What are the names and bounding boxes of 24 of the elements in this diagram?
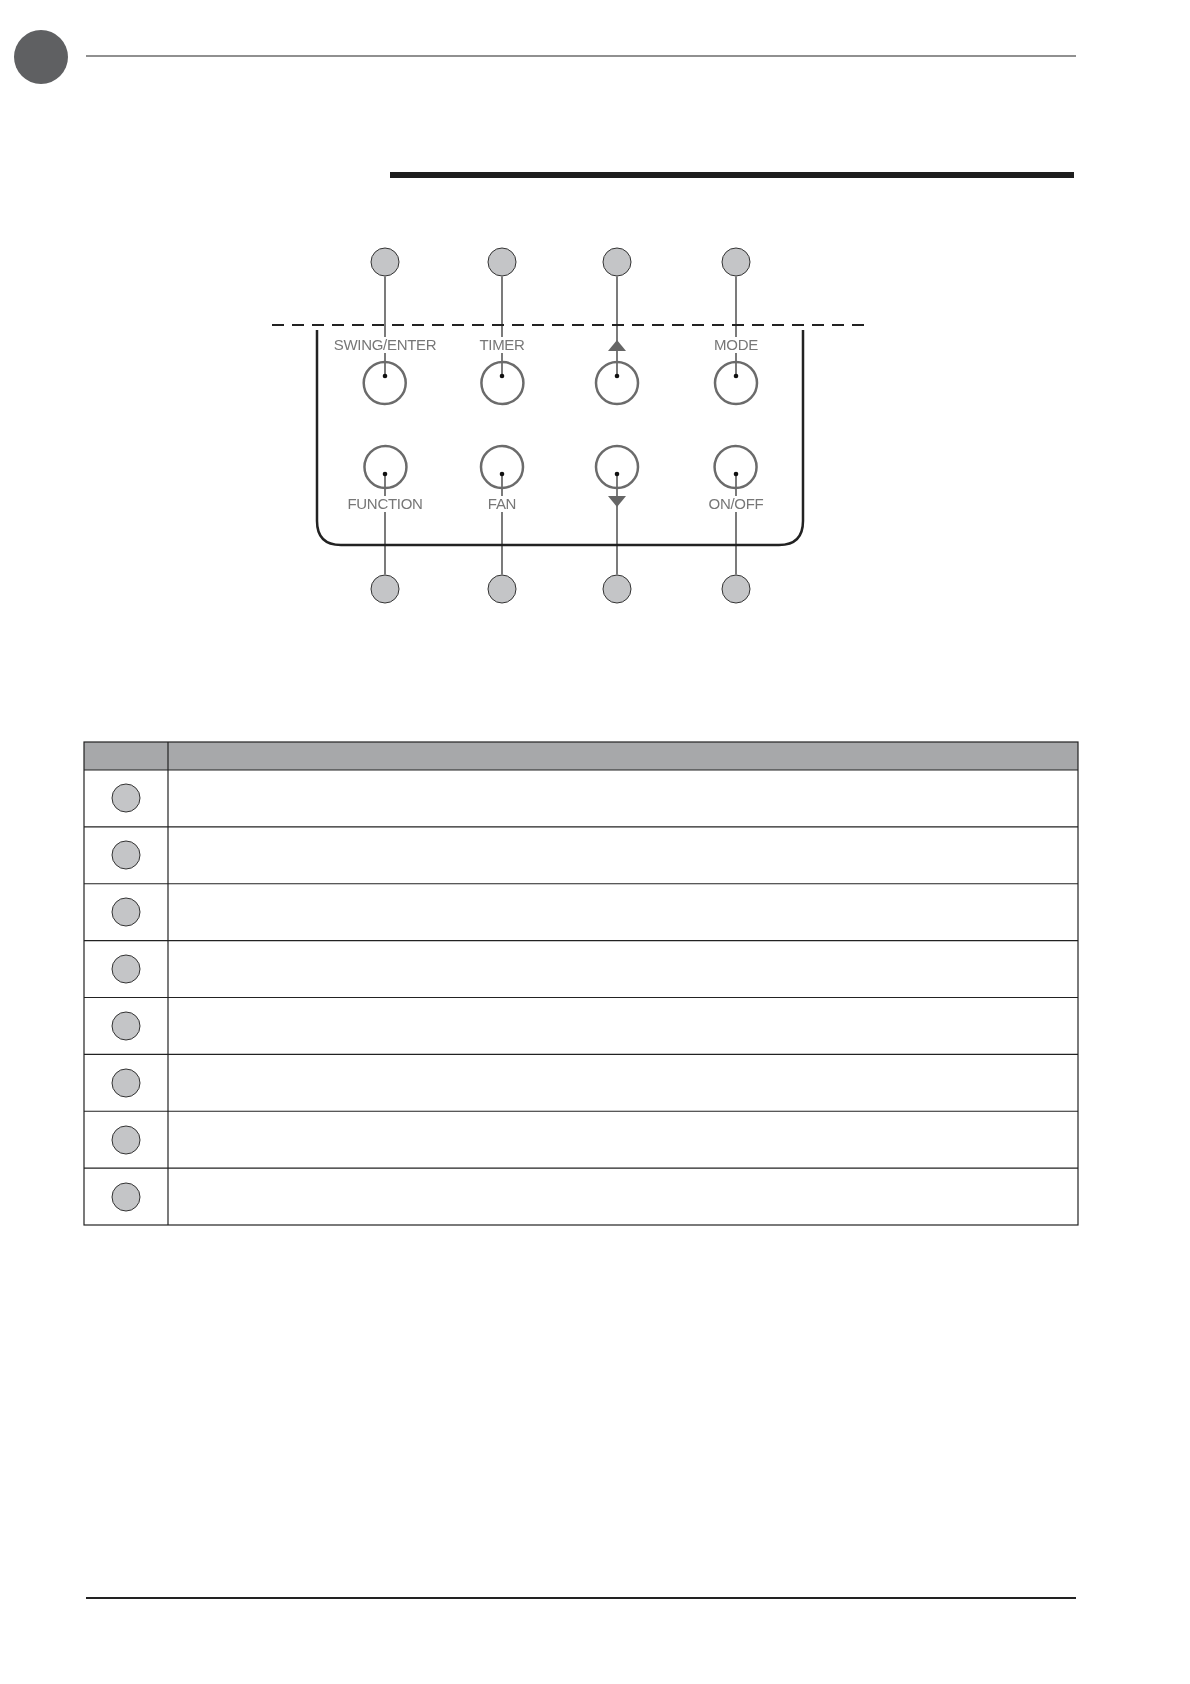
button-label: SWING/ENTER bbox=[332, 337, 438, 353]
callout-marker bbox=[111, 1010, 141, 1041]
callout-marker bbox=[111, 954, 141, 985]
callout-marker bbox=[111, 1067, 141, 1098]
button-label: TIMER bbox=[478, 337, 526, 353]
callout-marker bbox=[721, 574, 751, 604]
button-label: ON/OFF bbox=[707, 496, 765, 512]
callout-marker bbox=[111, 783, 141, 814]
button-label: MODE bbox=[713, 337, 759, 353]
callout-marker bbox=[111, 897, 141, 928]
callout-marker bbox=[111, 1124, 141, 1155]
callout-marker bbox=[721, 247, 751, 277]
callout-marker bbox=[111, 840, 141, 871]
leader-line bbox=[614, 275, 620, 379]
callout-marker bbox=[370, 247, 400, 277]
button-label: FUNCTION bbox=[346, 496, 424, 512]
button-label: FAN bbox=[486, 496, 518, 512]
callout-marker bbox=[111, 1181, 141, 1212]
callout-marker bbox=[370, 574, 400, 604]
leader-line bbox=[614, 471, 620, 576]
callout-marker bbox=[487, 574, 517, 604]
callout-marker bbox=[487, 247, 517, 277]
callout-marker bbox=[602, 247, 632, 277]
callout-marker bbox=[602, 574, 632, 604]
